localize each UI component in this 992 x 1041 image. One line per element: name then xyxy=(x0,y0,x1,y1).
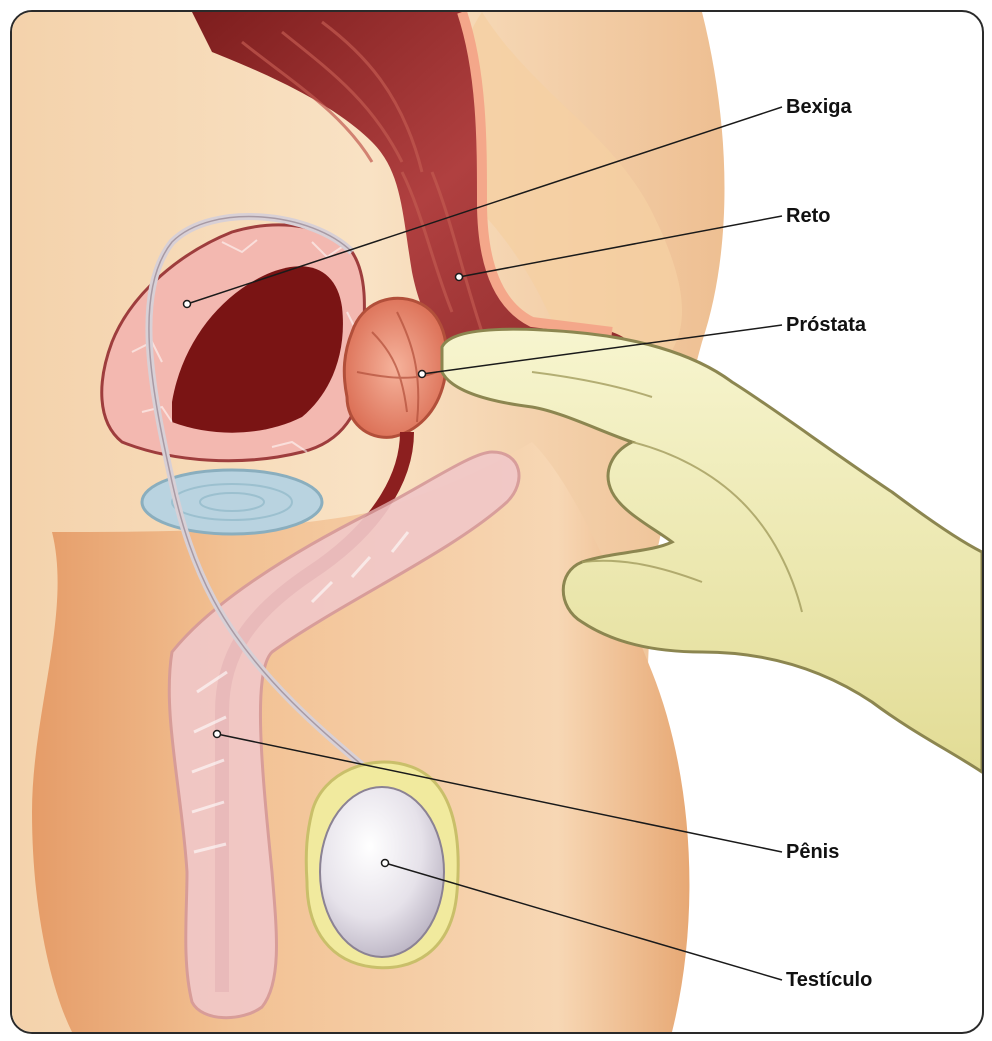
label-penis: Pênis xyxy=(786,841,839,864)
testicle xyxy=(320,787,444,957)
illustration-frame: Bexiga Reto Próstata Pênis Testículo xyxy=(10,10,984,1034)
label-rectum: Reto xyxy=(786,205,830,228)
label-prostate: Próstata xyxy=(786,314,866,337)
anatomy-illustration xyxy=(12,12,982,1032)
label-bladder: Bexiga xyxy=(786,96,852,119)
label-testicle: Testículo xyxy=(786,969,872,992)
